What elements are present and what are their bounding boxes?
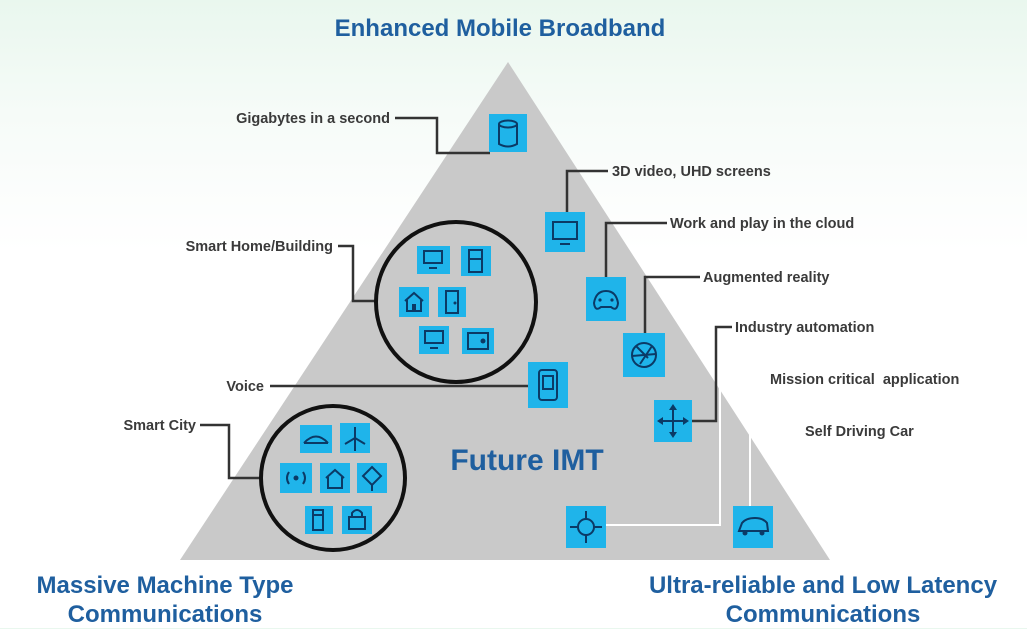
automation-icon [654,400,692,442]
leader-cloud [604,221,667,277]
fridge-icon [461,246,491,276]
leader-ar [643,275,700,333]
leader-industry [689,325,732,423]
smart-city-icons [280,423,387,534]
label-smart-home: Smart Home/Building [186,239,333,255]
label-industry: Industry automation [735,320,874,336]
label-gigabytes: Gigabytes in a second [236,111,390,127]
mmtc-title-line2: Communications [67,601,263,628]
leader-car [749,429,802,510]
door-icon [438,287,466,317]
urllc-title: Ultra-reliable and Low Latency Communica… [608,571,1027,629]
wind-turbine-icon [340,423,370,453]
smart-home-icons [399,246,494,354]
crosshair-icon [566,506,606,548]
home-monitor-icon [417,246,450,274]
label-voice: Voice [226,379,264,395]
mmtc-title: Massive Machine Type Communications [0,571,330,629]
label-smart-city: Smart City [123,418,196,434]
center-label: Future IMT [450,444,603,477]
gamepad-icon [586,277,626,321]
leader-video [565,169,608,212]
embb-title: Enhanced Mobile Broadband [334,15,666,42]
house-icon [399,287,429,317]
urllc-title-line2: Communications [725,601,921,628]
tv-icon [545,212,585,252]
label-ar: Augmented reality [703,270,830,286]
label-car: Self Driving Car [805,424,914,440]
lock-icon [342,506,372,534]
leader-mission [602,377,766,526]
bridge-icon [300,425,332,453]
leader-smart-city [200,423,262,480]
phone-icon [528,362,568,408]
car-icon [733,506,773,548]
desktop-icon [419,326,449,354]
meter-icon [305,506,333,534]
signal-icon [280,463,312,493]
label-mission: Mission critical application [770,372,959,388]
leader-smart-home [338,244,376,303]
mmtc-title-line1: Massive Machine Type [36,572,294,599]
database-icon [489,114,527,152]
washer-icon [462,328,494,354]
city-house-icon [320,463,350,493]
globe-icon [623,333,665,377]
leader-gigabytes [395,116,490,155]
road-sign-icon [357,463,387,493]
label-video: 3D video, UHD screens [612,164,771,180]
urllc-title-line1: Ultra-reliable and Low Latency [648,572,998,599]
label-cloud: Work and play in the cloud [670,216,854,232]
